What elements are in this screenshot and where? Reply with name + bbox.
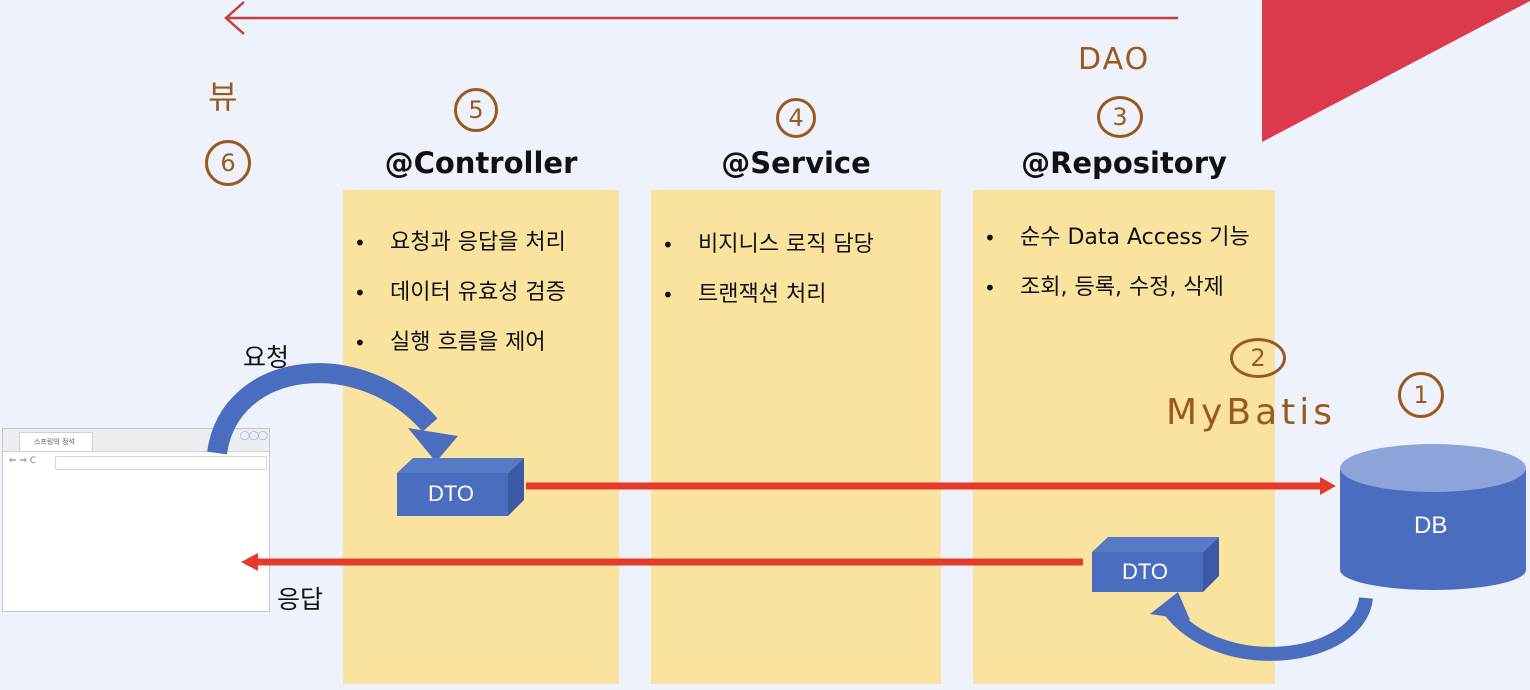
number-3: 3 (1112, 103, 1128, 131)
mybatis-annotation: MyBatis (1166, 392, 1336, 433)
controller-column (343, 190, 619, 684)
browser-tabbar: 스프링의 정석 ◯◯◯ (3, 429, 269, 452)
controller-title: @Controller (384, 146, 578, 180)
number-2: 2 (1250, 344, 1266, 372)
number-6-circle: 6 (205, 140, 251, 186)
top-return-arrow-head (224, 1, 245, 35)
db-to-dto-curve-arrow (1162, 596, 1373, 661)
controller-bullets: 요청과 응답을 처리 데이터 유효성 검증 실행 흐름을 제어 (354, 230, 566, 380)
dto-box-2-side (1203, 537, 1219, 592)
db-to-dto-arrow-head (1150, 592, 1190, 620)
service-title: @Service (721, 146, 871, 180)
dao-annotation: DAO (1078, 42, 1151, 77)
bullet-item: 데이터 유효성 검증 (354, 280, 566, 306)
bullet-item: 실행 흐름을 제어 (354, 330, 566, 356)
db-cylinder-top (1340, 444, 1526, 492)
bullet-item: 비지니스 로직 담당 (662, 232, 874, 258)
browser-tab: 스프링의 정석 (19, 432, 93, 451)
bullet-item: 요청과 응답을 처리 (354, 230, 566, 256)
dto-label-2: DTO (1122, 559, 1169, 584)
dto-box-1-side (508, 458, 524, 516)
dto-box-1-top (397, 458, 524, 473)
number-4-circle: 4 (776, 98, 816, 138)
request-curve-arrow (207, 363, 438, 455)
service-bullets: 비지니스 로직 담당 트랜잭션 처리 (662, 232, 874, 332)
db-cylinder-bottom (1340, 550, 1526, 590)
dto-to-db-arrow-head (1320, 477, 1336, 495)
number-6: 6 (220, 149, 236, 177)
view-annotation: 뷰 (208, 78, 238, 116)
number-4: 4 (788, 104, 804, 132)
dto-box-2-top (1092, 537, 1219, 552)
number-2-circle: 2 (1230, 338, 1286, 378)
request-arrow-head (408, 428, 458, 462)
browser-window: 스프링의 정석 ◯◯◯ ⇐ ⇒ C (2, 428, 270, 612)
service-column (651, 190, 941, 684)
browser-nav-buttons: ⇐ ⇒ C (9, 456, 37, 466)
response-label: 응답 (277, 585, 324, 614)
browser-url-bar (55, 456, 267, 470)
bullet-item: 트랜잭션 처리 (662, 282, 874, 308)
repository-bullets: 순수 Data Access 기능 조회, 등록, 수정, 삭제 (984, 225, 1250, 325)
browser-window-controls: ◯◯◯ (239, 431, 268, 441)
number-3-circle: 3 (1097, 96, 1143, 138)
browser-navbar: ⇐ ⇒ C (3, 452, 269, 474)
response-arrow-head (241, 553, 258, 571)
number-5-circle: 5 (454, 88, 498, 132)
dto-box-1-front (397, 473, 508, 516)
bullet-item: 순수 Data Access 기능 (984, 225, 1250, 251)
number-1-circle: 1 (1398, 372, 1444, 418)
repository-column (973, 190, 1275, 684)
bullet-item: 조회, 등록, 수정, 삭제 (984, 275, 1250, 301)
corner-red-shape (1262, 0, 1530, 142)
dto-label-1: DTO (428, 481, 475, 506)
number-5: 5 (468, 96, 484, 124)
repository-title: @Repository (1021, 146, 1227, 180)
request-label: 요청 (243, 343, 290, 372)
dto-box-2-front (1092, 552, 1203, 592)
number-1: 1 (1413, 381, 1429, 409)
db-label: DB (1414, 512, 1448, 539)
